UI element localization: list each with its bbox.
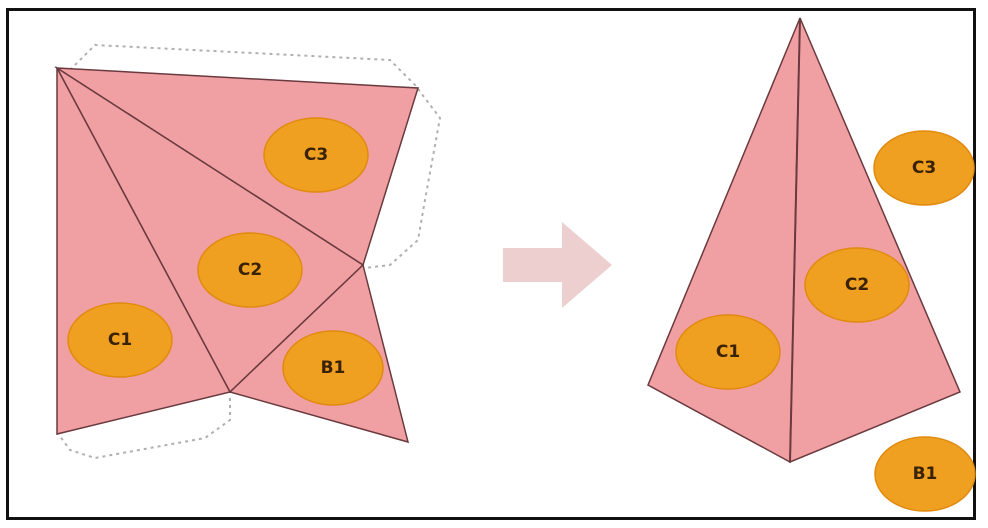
fold-arrow-icon bbox=[503, 222, 612, 308]
pyramid-circle-c3: C3 bbox=[873, 130, 975, 206]
net-label-c2: C2 bbox=[238, 260, 262, 280]
net-label-c3: C3 bbox=[304, 145, 328, 165]
pyramid-circle-c2: C2 bbox=[804, 247, 910, 323]
net-circle-c3: C3 bbox=[263, 117, 369, 193]
pyramid-label-c1: C1 bbox=[716, 342, 740, 362]
pyramid-circle-c1: C1 bbox=[675, 314, 781, 390]
net-circle-b1: B1 bbox=[282, 330, 384, 406]
pyramid-label-c2: C2 bbox=[845, 275, 869, 295]
pyramid-circle-b1: B1 bbox=[874, 436, 976, 512]
net-circle-c2: C2 bbox=[197, 232, 303, 308]
pyramid-label-b1: B1 bbox=[913, 464, 938, 484]
folded-pyramid bbox=[647, 17, 961, 464]
pyramid-face-right bbox=[789, 17, 961, 464]
net-circle-c1: C1 bbox=[67, 302, 173, 378]
pyramid-front-edge bbox=[789, 17, 801, 463]
net-label-c1: C1 bbox=[108, 330, 132, 350]
pyramid-label-c3: C3 bbox=[912, 158, 936, 178]
net-label-b1: B1 bbox=[321, 358, 346, 378]
net-dotted-outline bbox=[56, 43, 442, 460]
pyramid-face-left bbox=[647, 17, 801, 464]
